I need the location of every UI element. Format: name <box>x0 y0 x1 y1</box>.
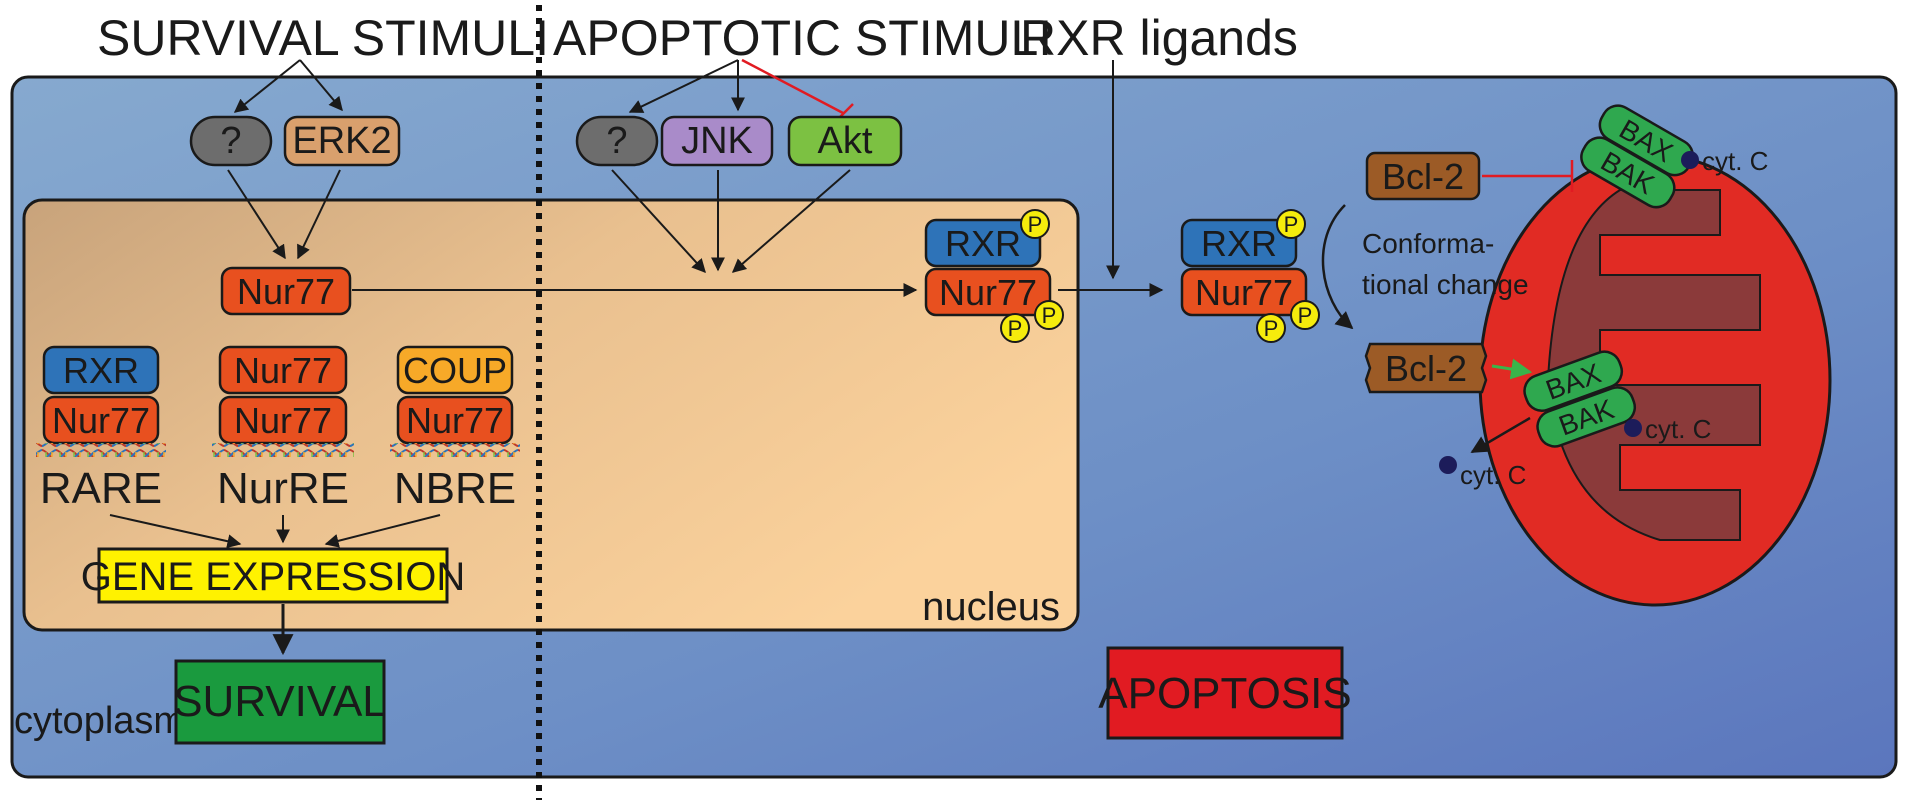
element-nurre: NurRE <box>217 464 349 513</box>
cyto-p-3: P <box>1298 303 1313 328</box>
nuclear-p-1: P <box>1028 212 1043 237</box>
nuclear-complex-rxr: RXR <box>945 223 1021 264</box>
bcl2-bottom: Bcl-2 <box>1364 342 1488 394</box>
dna-rare <box>36 443 166 457</box>
kinase-erk2: ERK2 <box>283 115 401 167</box>
dimer-nbre-top: COUP <box>403 350 507 391</box>
survival-arrows <box>227 59 343 260</box>
kinase-unknown-1-label: ? <box>220 120 241 162</box>
nuclear-rxr-nur77-complex: RXR Nur77 P P P <box>924 209 1064 343</box>
nuclear-p-2: P <box>1008 316 1023 341</box>
kinase-unknown-1: ? <box>189 115 273 167</box>
element-nbre: NBRE <box>394 464 516 513</box>
apoptotic-arrows <box>611 59 851 274</box>
mitochondrion <box>1478 153 1832 607</box>
dimer-rare: RXR Nur77 RARE <box>36 345 166 513</box>
nuclear-complex-nur77: Nur77 <box>939 272 1037 313</box>
nucleus-label: nucleus <box>922 585 1060 629</box>
bcl2-bottom-label: Bcl-2 <box>1385 348 1467 389</box>
survival-label: SURVIVAL <box>173 677 387 726</box>
kinase-unknown-2-label: ? <box>606 120 627 162</box>
bax-bak-top: BAX BAK <box>1580 104 1695 209</box>
bcl2-top-label: Bcl-2 <box>1382 156 1464 197</box>
dimer-rare-top: RXR <box>63 350 139 391</box>
cytc-mid-label: cyt. C <box>1645 414 1711 444</box>
apoptosis-label: APOPTOSIS <box>1098 669 1352 718</box>
cytc-release-arrow <box>1470 416 1531 454</box>
cytc-mid-dot <box>1624 419 1642 437</box>
apoptosis-box: APOPTOSIS <box>1098 646 1352 740</box>
dimer-nbre: COUP Nur77 NBRE <box>390 345 520 513</box>
bcl2-top: Bcl-2 <box>1365 151 1481 201</box>
cytc-released-label: cyt. C <box>1460 460 1526 490</box>
nuclear-p-3: P <box>1042 303 1057 328</box>
dimer-nurre: Nur77 Nur77 NurRE <box>212 345 354 513</box>
bcl2-inhibition <box>1482 160 1574 192</box>
dna-nurre <box>212 443 354 457</box>
dimer-nurre-bottom: Nur77 <box>234 400 332 441</box>
kinase-jnk-label: JNK <box>681 120 753 162</box>
nur77-main-label: Nur77 <box>237 271 335 312</box>
dimer-nbre-bottom: Nur77 <box>406 400 504 441</box>
cytoplasmic-rxr-nur77-complex: RXR Nur77 P P P <box>1180 209 1320 343</box>
cytc-top-label: cyt. C <box>1702 146 1768 176</box>
gene-expression-label: GENE EXPRESSION <box>81 555 466 599</box>
header-survival-stimuli: SURVIVAL STIMULI <box>97 10 549 66</box>
nur77-main: Nur77 <box>220 266 352 316</box>
cyto-complex-nur77: Nur77 <box>1195 272 1293 313</box>
kinase-jnk: JNK <box>660 115 774 167</box>
conformational-arrow <box>1321 204 1354 330</box>
cytc-released-dot <box>1439 456 1457 474</box>
dimer-nurre-top: Nur77 <box>234 350 332 391</box>
dimer-rare-bottom: Nur77 <box>52 400 150 441</box>
dna-nbre <box>390 443 520 457</box>
header-apoptotic-stimuli: APOPTOTIC STIMULI <box>553 10 1052 66</box>
bcl2-activate-arrow <box>1491 358 1533 380</box>
header-rxr-ligands: RXR ligands <box>1020 10 1298 66</box>
conformational-line-1: Conforma- <box>1362 228 1494 259</box>
element-rare: RARE <box>40 464 162 513</box>
conformational-line-2: tional change <box>1362 269 1529 300</box>
kinase-erk2-label: ERK2 <box>292 120 391 162</box>
gene-expression-arrows <box>109 514 441 549</box>
mito-cristae <box>1546 189 1761 541</box>
kinase-akt-label: Akt <box>818 120 873 162</box>
survival-box: SURVIVAL <box>173 659 387 745</box>
kinase-akt: Akt <box>787 115 903 167</box>
cyto-p-1: P <box>1284 212 1299 237</box>
cytoplasm-label: cytoplasm <box>14 700 185 742</box>
gene-expression-box: GENE EXPRESSION <box>81 547 466 604</box>
cytc-top-dot <box>1681 151 1699 169</box>
cyto-p-2: P <box>1264 316 1279 341</box>
kinase-unknown-2: ? <box>575 115 659 167</box>
cyto-complex-rxr: RXR <box>1201 223 1277 264</box>
